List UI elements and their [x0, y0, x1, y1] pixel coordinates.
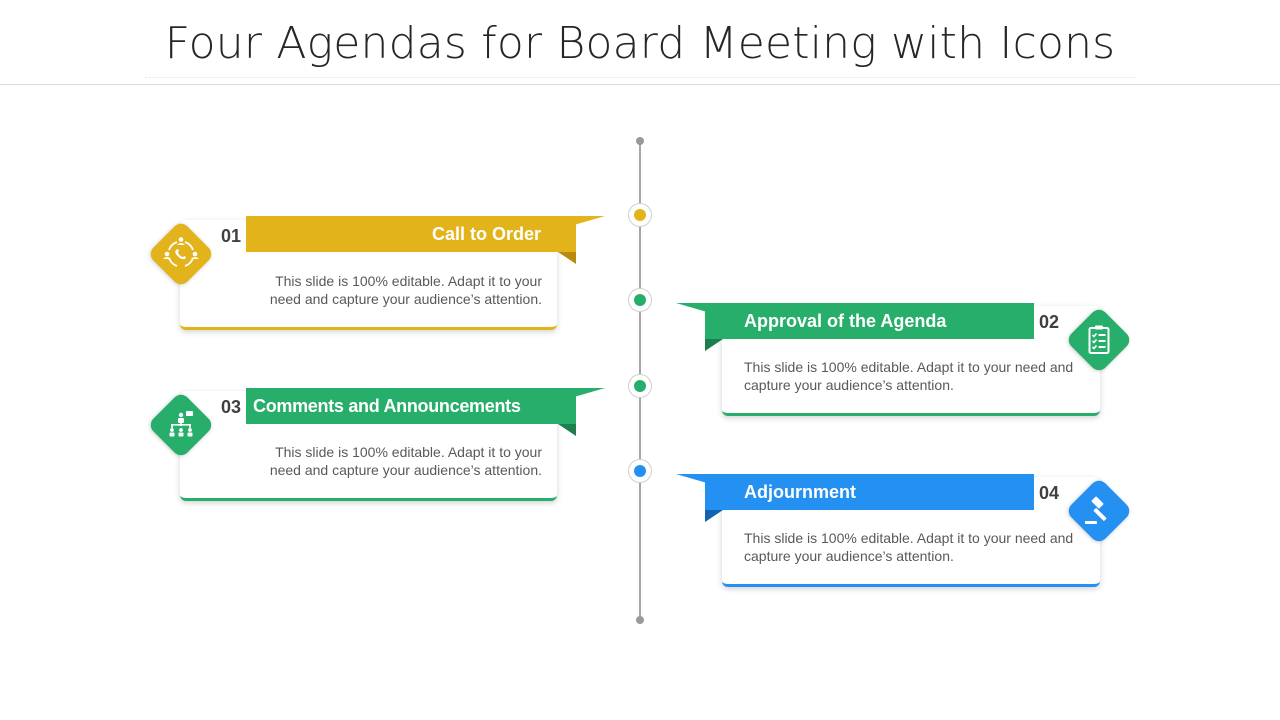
timeline-node-04	[628, 459, 652, 483]
agenda-number: 04	[1039, 483, 1060, 503]
timeline-node-02	[628, 288, 652, 312]
timeline-node-01	[628, 203, 652, 227]
timeline-node-03	[628, 374, 652, 398]
agenda-title-banner: Call to Order	[246, 216, 576, 252]
phone-people-icon	[163, 237, 199, 267]
agenda-description: This slide is 100% editable. Adapt it to…	[269, 273, 542, 307]
agenda-title: Approval of the Agenda	[744, 311, 947, 331]
agenda-number: 01	[221, 226, 242, 246]
agenda-title: Comments and Announcements	[253, 396, 521, 416]
banner-flag-tip	[676, 303, 707, 312]
title-dotted-line	[145, 77, 1135, 78]
banner-flag-tip	[574, 388, 605, 397]
agenda-title: Adjournment	[744, 482, 856, 502]
timeline-bottom-dot	[636, 616, 644, 624]
agenda-title-banner: Adjournment	[705, 474, 1034, 510]
agenda-title-banner: Comments and Announcements	[246, 388, 576, 424]
agenda-number: 02	[1039, 312, 1060, 332]
banner-flag-tip	[574, 216, 605, 225]
timeline-top-dot	[636, 137, 644, 145]
banner-fold	[558, 252, 576, 264]
agenda-description: This slide is 100% editable. Adapt it to…	[269, 444, 542, 478]
title-divider	[0, 84, 1280, 85]
banner-fold	[705, 339, 723, 351]
agenda-number: 03	[221, 397, 242, 417]
banner-flag-tip	[676, 474, 707, 483]
checklist-icon	[1088, 325, 1110, 354]
agenda-description: This slide is 100% editable. Adapt it to…	[744, 359, 1074, 393]
banner-fold	[558, 424, 576, 436]
slide-title: Four Agendas for Board Meeting with Icon…	[164, 18, 1116, 69]
gavel-icon	[1085, 496, 1107, 524]
agenda-description: This slide is 100% editable. Adapt it to…	[744, 530, 1074, 564]
org-chart-icon	[169, 411, 193, 437]
agenda-title-banner: Approval of the Agenda	[705, 303, 1034, 339]
banner-fold	[705, 510, 723, 522]
agenda-title: Call to Order	[431, 224, 541, 244]
